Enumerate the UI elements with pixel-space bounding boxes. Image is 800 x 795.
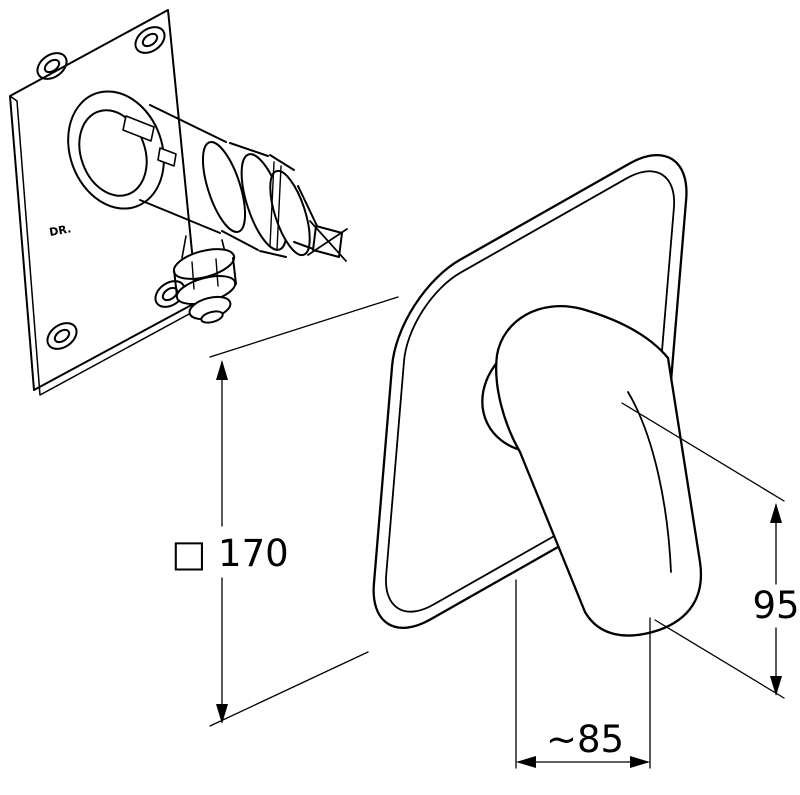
handle-height-dimension-label: 95 <box>752 584 799 627</box>
arrowhead-down-icon <box>216 704 228 724</box>
screw-tab-top-right <box>134 26 166 54</box>
arrowhead-left-icon <box>516 756 536 768</box>
dimension-height: 95 <box>621 402 800 699</box>
valve-cartridge <box>139 104 311 258</box>
cartridge-rib <box>269 161 275 247</box>
handle-depth-dimension-label: ~85 <box>546 718 624 761</box>
plate-size-dimension-label: □ 170 <box>171 532 288 575</box>
handle <box>481 305 703 637</box>
screw-tab-bottom-left <box>46 322 78 350</box>
extension-line <box>621 402 785 502</box>
extension-line <box>654 619 785 699</box>
extension-line <box>209 296 399 358</box>
arrowhead-right-icon <box>630 756 650 768</box>
arrowhead-up-icon <box>216 360 228 380</box>
handle-face-line <box>627 391 672 573</box>
valve-body-mark: DR. <box>48 222 72 239</box>
valve-clip <box>157 147 177 167</box>
arrowhead-up-icon <box>770 503 782 523</box>
spindle-cross <box>307 228 348 256</box>
handle-lever <box>495 305 703 637</box>
valve-spindle <box>293 185 348 262</box>
rough-in-valve-drawing: DR. <box>9 9 348 396</box>
cartridge-rib <box>276 165 282 251</box>
valve-nut <box>172 235 237 324</box>
valve-bracket <box>122 115 155 142</box>
dimension-depth: ~85 <box>515 579 651 769</box>
nut-facet <box>191 261 195 290</box>
dimension-plate-size: □ 170 <box>171 296 399 727</box>
valve-flange <box>67 90 177 210</box>
arrowhead-down-icon <box>770 676 782 696</box>
screw-tab-top-left <box>36 52 68 80</box>
trim-plate-inner-edge <box>381 149 679 634</box>
nut-cap <box>200 310 224 324</box>
extension-line <box>209 651 369 727</box>
nut-facet <box>215 258 219 287</box>
